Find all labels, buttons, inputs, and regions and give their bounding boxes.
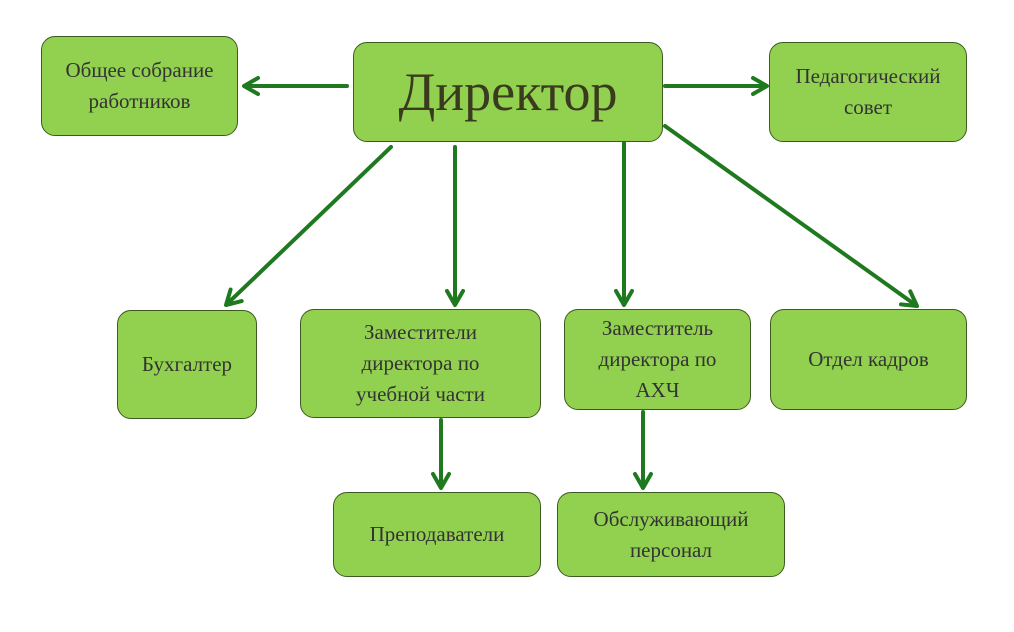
arrowhead-director-to-accountant	[224, 287, 244, 307]
arrowhead-director-to-deputy-edu	[445, 289, 465, 307]
node-deputy-education: Заместители директора по учебной части	[300, 309, 541, 418]
node-general-meeting: Общее собрание работников	[41, 36, 238, 136]
node-deputy-education-label: Заместители директора по учебной части	[356, 320, 485, 406]
node-deputy-ahch: Заместитель директора по АХЧ	[564, 309, 751, 410]
arrow-director-to-hr-dept	[663, 124, 918, 307]
node-pedagogical-council-label: Педагогический совет	[795, 64, 941, 119]
node-hr-department-label: Отдел кадров	[808, 347, 929, 371]
node-service-staff-label: Обслуживающий персонал	[593, 506, 749, 562]
node-deputy-ahch-label: Заместитель директора по АХЧ	[598, 316, 717, 402]
arrowhead-director-to-deputy-ahch	[614, 289, 634, 307]
node-general-meeting-label: Общее собрание работников	[65, 58, 214, 113]
arrowhead-director-to-hr-dept	[898, 289, 919, 308]
node-director: Директор	[353, 42, 663, 142]
node-director-label: Директор	[398, 62, 618, 122]
arrowhead-director-to-general-meeting	[242, 76, 260, 96]
arrow-director-to-accountant	[225, 145, 393, 306]
node-accountant-label: Бухгалтер	[141, 352, 233, 376]
node-accountant: Бухгалтер	[117, 310, 257, 419]
node-service-staff: Обслуживающий персонал	[557, 492, 785, 577]
arrowhead-deputy-edu-to-teachers	[431, 472, 451, 490]
node-hr-department: Отдел кадров	[770, 309, 967, 410]
arrowhead-deputy-ahch-to-service-staff	[633, 472, 653, 490]
node-teachers: Преподаватели	[333, 492, 541, 577]
node-pedagogical-council: Педагогический совет	[769, 42, 967, 142]
node-teachers-label: Преподаватели	[369, 522, 505, 546]
arrowhead-director-to-ped-council	[751, 76, 769, 96]
